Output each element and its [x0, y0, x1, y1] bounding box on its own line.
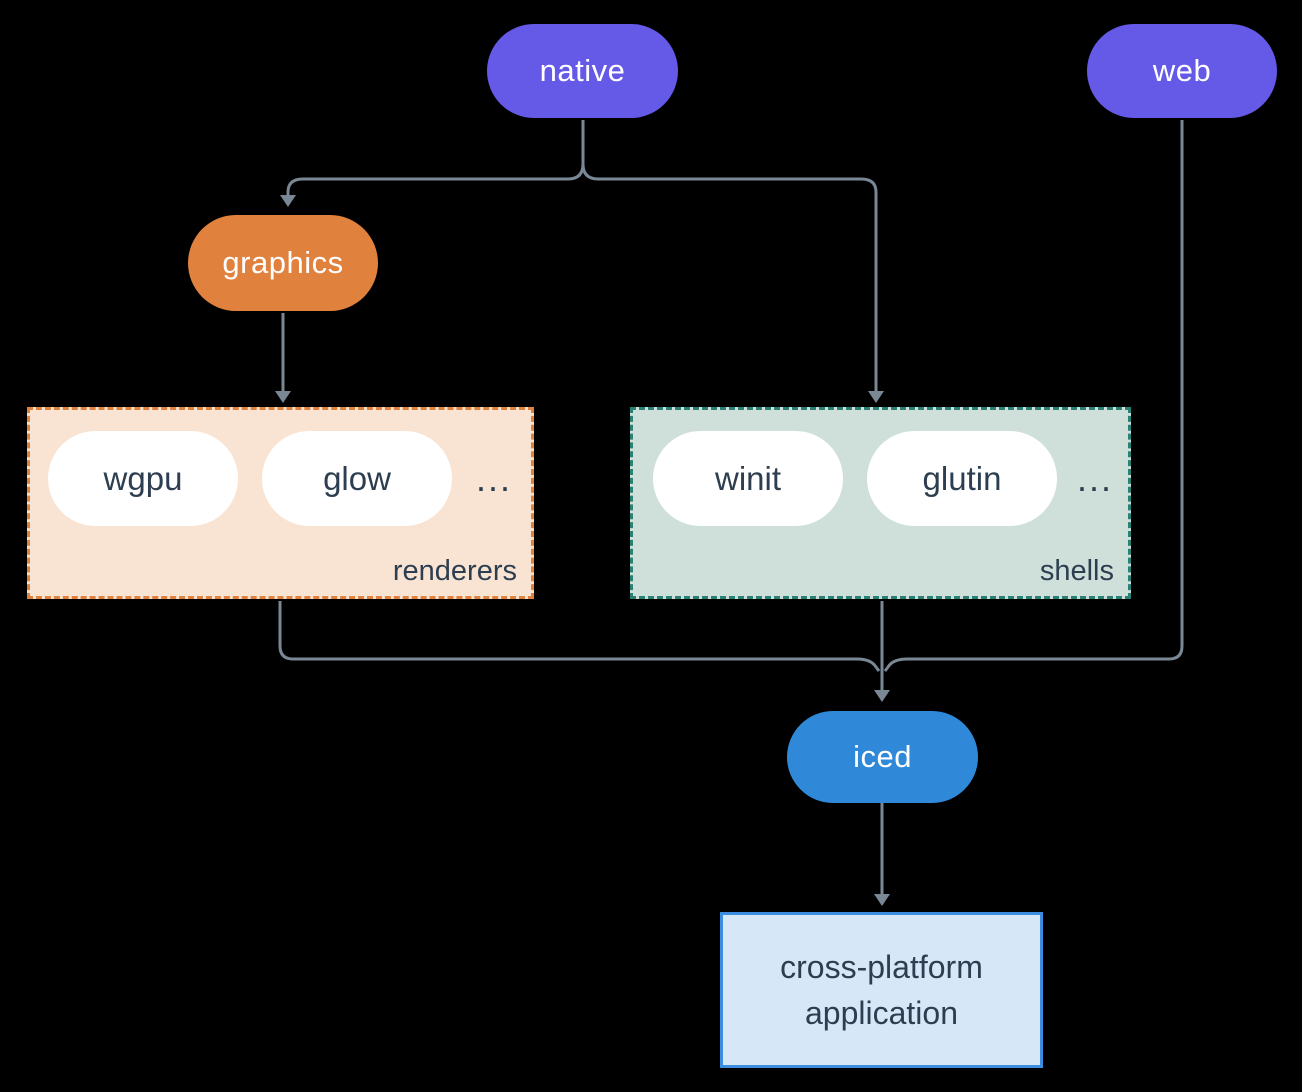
node-graphics: graphics [188, 215, 378, 311]
node-glow: glow [262, 431, 452, 526]
node-iced: iced [787, 711, 978, 803]
app-label-line1: cross-platform [780, 949, 983, 985]
node-web: web [1087, 24, 1277, 118]
group-renderers: wgpu glow ... renderers [27, 407, 534, 599]
edge-native-to-graphics [280, 163, 585, 207]
renderers-ellipsis: ... [475, 457, 512, 499]
edge-renderers-to-merge [278, 601, 881, 672]
node-winit: winit [653, 431, 843, 526]
renderers-label: renderers [392, 555, 517, 587]
node-glutin: glutin [867, 431, 1057, 526]
edge-web-to-merge [883, 120, 1184, 672]
node-cross-platform-application: cross-platform application [720, 912, 1043, 1068]
app-label-line2: application [805, 995, 958, 1031]
node-native: native [487, 24, 678, 118]
node-wgpu: wgpu [48, 431, 238, 526]
shells-label: shells [1039, 555, 1114, 587]
edge-native-to-shells [581, 163, 884, 403]
shells-ellipsis: ... [1076, 457, 1113, 499]
group-shells: winit glutin ... shells [630, 407, 1131, 599]
